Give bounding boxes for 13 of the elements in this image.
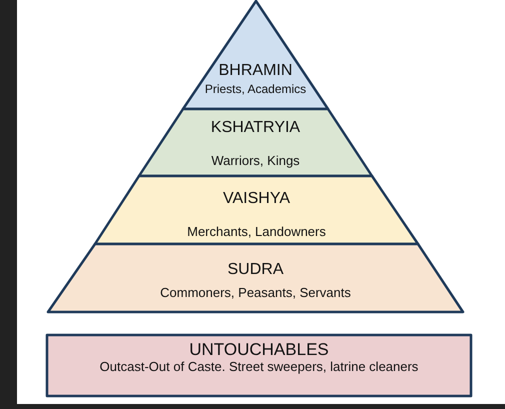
pyramid-tier	[139, 109, 372, 176]
caste-description: Outcast-Out of Caste. Street sweepers, latrine cleaners	[98, 358, 420, 374]
caste-name: KSHATRYIA	[210, 119, 302, 137]
caste-name: SUDRA	[226, 261, 284, 279]
caste-name: UNTOUCHABLES	[188, 340, 330, 358]
caste-description: Warriors, Kings	[210, 152, 301, 168]
pyramid-top-tier	[183, 1, 328, 109]
caste-box	[47, 335, 471, 396]
caste-description: Merchants, Landowners	[186, 224, 327, 238]
caste-description: Commoners, Peasants, Servants	[159, 284, 352, 300]
caste-description: Priests, Academics	[204, 82, 308, 96]
caste-name: BHRAMIN	[218, 62, 294, 80]
caste-name: VAISHYA	[222, 190, 291, 208]
